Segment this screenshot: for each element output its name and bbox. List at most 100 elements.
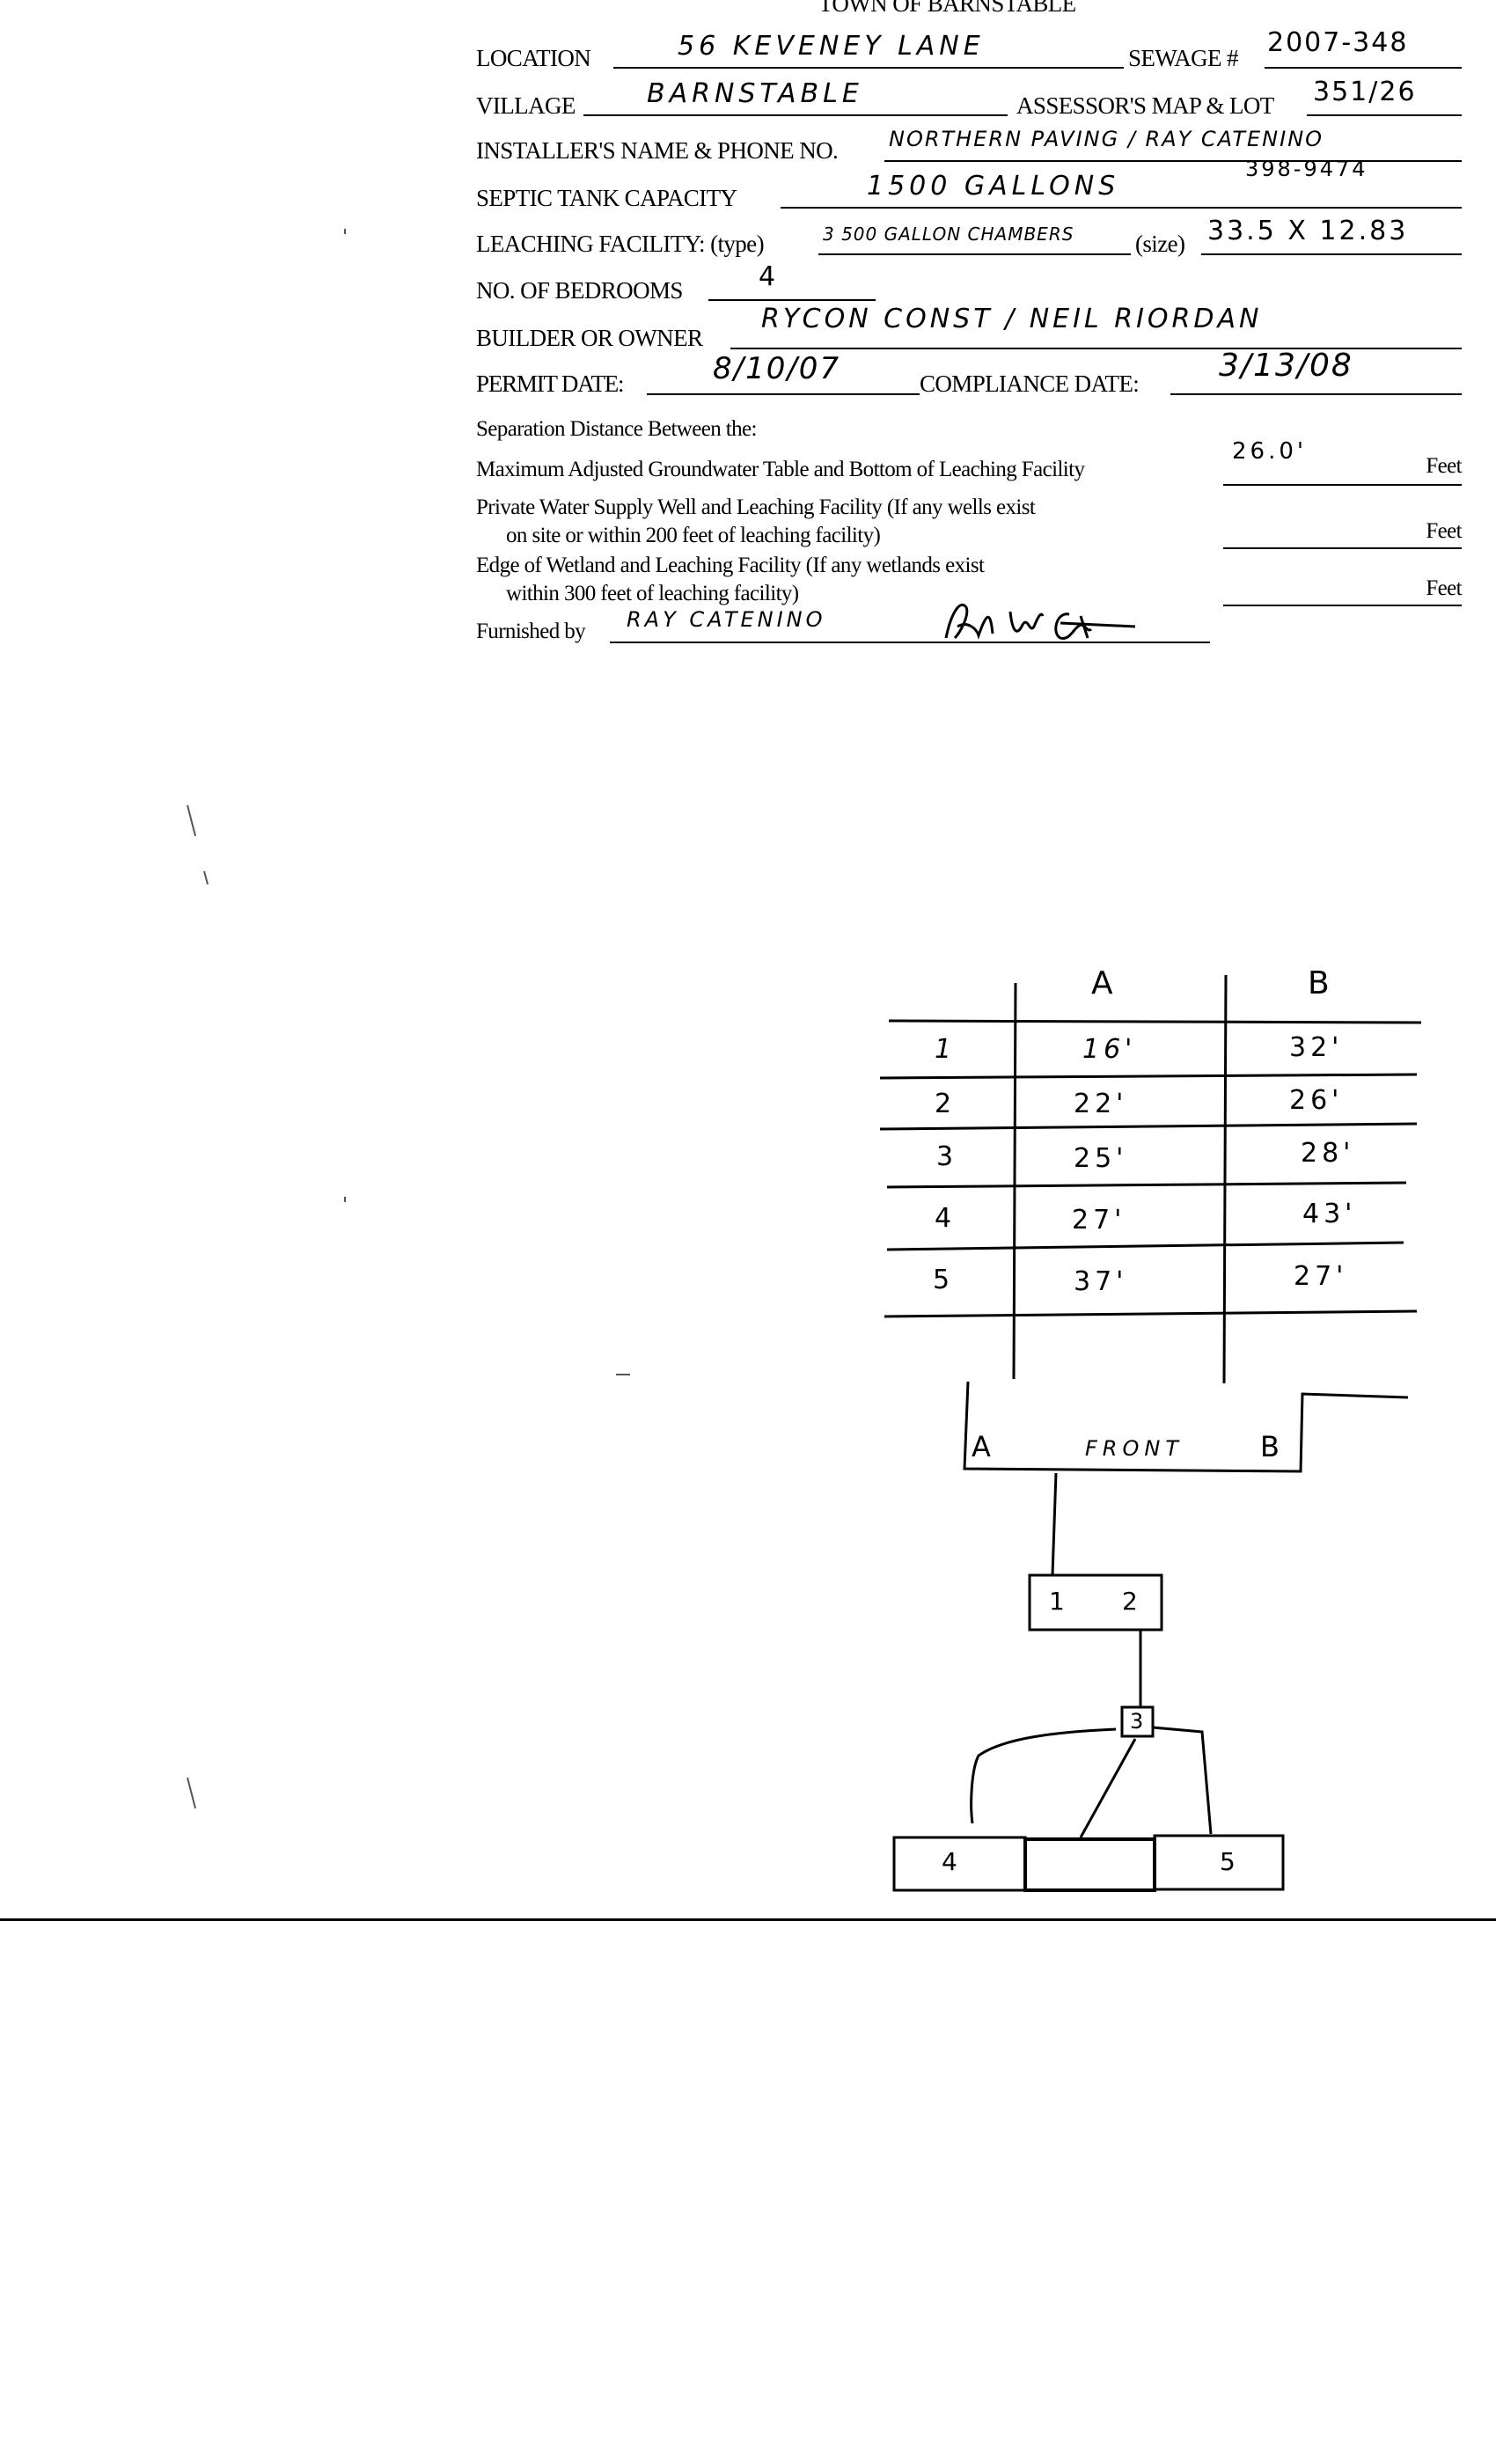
table-row-rule [886, 1181, 1407, 1189]
pipe-house-to-tank [1051, 1472, 1058, 1576]
table-row-rule [884, 1309, 1418, 1318]
bedrooms-label: NO. OF BEDROOMS [476, 277, 683, 304]
furnished-line [610, 642, 1210, 643]
well-label-line1: Private Water Supply Well and Leaching F… [476, 495, 1036, 519]
furnished-label: Furnished by [476, 620, 586, 643]
map-lot-line [1307, 114, 1462, 116]
installer-phone: 398-9474 [1245, 157, 1368, 181]
table-row-rule [879, 1073, 1418, 1080]
pipe-dbox-to-4 [970, 1727, 1117, 1824]
permit-date-label: PERMIT DATE: [476, 370, 625, 397]
table-row-rule [886, 1241, 1404, 1251]
signature [944, 604, 1136, 640]
sewage-line [1265, 67, 1462, 69]
tank-label: SEPTIC TANK CAPACITY [476, 185, 737, 211]
builder-label: BUILDER OR OWNER [476, 325, 703, 351]
diagram-corner-b: B [1260, 1430, 1284, 1463]
septic-tank-box [1028, 1573, 1163, 1632]
groundwater-value: 26.0' [1232, 438, 1308, 465]
table-column-divider [1012, 982, 1017, 1380]
row-b: 43' [1302, 1199, 1357, 1229]
map-lot-label: ASSESSOR'S MAP & LOT [1016, 92, 1274, 119]
installer-line [884, 160, 1462, 162]
groundwater-unit: Feet [1426, 454, 1462, 478]
village-label: VILLAGE [476, 92, 576, 119]
row-b: 27' [1294, 1261, 1348, 1292]
row-id: 3 [936, 1141, 958, 1172]
map-lot-value: 351/26 [1313, 77, 1417, 107]
tank-label-1: 1 [1049, 1587, 1069, 1616]
row-id: 5 [933, 1265, 955, 1295]
pipe-dbox-to-middle [1079, 1738, 1137, 1838]
row-a: 16' [1082, 1034, 1137, 1065]
compliance-date-line [1170, 393, 1462, 395]
size-line [1201, 253, 1462, 255]
dbox-label-3: 3 [1130, 1709, 1144, 1734]
row-id: 1 [935, 1034, 957, 1065]
furnished-value: Ray Catenino [627, 607, 826, 632]
bedrooms-value: 4 [759, 261, 781, 292]
table-header-b: B [1308, 965, 1334, 1001]
compliance-date-label: COMPLIANCE DATE: [920, 370, 1140, 397]
wetland-label-line1: Edge of Wetland and Leaching Facility (I… [476, 554, 985, 577]
tank-line [781, 207, 1462, 209]
well-unit: Feet [1426, 519, 1462, 543]
sewage-value: 2007-348 [1267, 27, 1409, 58]
wetland-unit: Feet [1426, 576, 1462, 600]
row-id: 4 [935, 1203, 957, 1234]
size-label: (size) [1135, 231, 1185, 257]
builder-value: Rycon Const / Neil Riordan [761, 304, 1263, 334]
builder-line [730, 348, 1462, 349]
chamber-label-4: 4 [942, 1847, 962, 1876]
leaching-type-line [818, 253, 1131, 255]
location-line [613, 67, 1124, 69]
row-b: 28' [1301, 1138, 1355, 1169]
table-row-rule [879, 1122, 1418, 1131]
chamber-5-box [1153, 1834, 1285, 1891]
row-a: 25' [1074, 1143, 1128, 1174]
village-line [583, 114, 1008, 116]
diagram-front-label: Front [1085, 1436, 1184, 1461]
form-title: TOWN OF BARNSTABLE [818, 0, 1076, 17]
row-b: 26' [1289, 1085, 1344, 1116]
chamber-label-5: 5 [1220, 1847, 1240, 1876]
row-a: 37' [1074, 1266, 1128, 1297]
tank-value: 1500 Gallons [867, 171, 1120, 202]
installer-label: INSTALLER'S NAME & PHONE NO. [476, 137, 839, 164]
size-value: 33.5 x 12.83 [1207, 216, 1409, 246]
location-label: LOCATION [476, 45, 591, 71]
table-header-rule [888, 1019, 1422, 1024]
table-column-divider [1222, 974, 1228, 1384]
distribution-box [1120, 1705, 1155, 1738]
sewage-label: SEWAGE # [1128, 45, 1239, 71]
tank-label-2: 2 [1122, 1587, 1142, 1616]
diagram-corner-a: A [972, 1430, 995, 1463]
separation-heading: Separation Distance Between the: [476, 417, 757, 441]
well-line [1223, 547, 1462, 549]
village-value: Barnstable [647, 78, 863, 109]
leaching-type-label: LEACHING FACILITY: (type) [476, 231, 765, 257]
house-outline [963, 1381, 1409, 1473]
wetland-label-line2: within 300 feet of leaching facility) [506, 582, 799, 605]
location-value: 56 Keveney Lane [678, 31, 985, 62]
row-id: 2 [935, 1089, 957, 1119]
groundwater-line [1223, 484, 1462, 486]
leaching-type-value: 3 500 Gallon Chambers [823, 224, 1074, 245]
pipe-dbox-to-5 [1152, 1726, 1213, 1835]
row-a: 27' [1072, 1205, 1126, 1236]
installer-value: Northern Paving / Ray Catenino [889, 127, 1324, 151]
permit-date-value: 8/10/07 [713, 351, 841, 386]
groundwater-label: Maximum Adjusted Groundwater Table and B… [476, 458, 1085, 481]
compliance-date-value: 3/13/08 [1219, 348, 1353, 384]
page-divider [0, 1918, 1496, 1921]
well-label-line2: on site or within 200 feet of leaching f… [506, 524, 881, 547]
row-a: 22' [1074, 1089, 1128, 1119]
row-b: 32' [1289, 1032, 1344, 1063]
table-header-a: A [1091, 965, 1118, 1001]
wetland-line [1223, 605, 1462, 606]
permit-date-line [647, 393, 920, 395]
